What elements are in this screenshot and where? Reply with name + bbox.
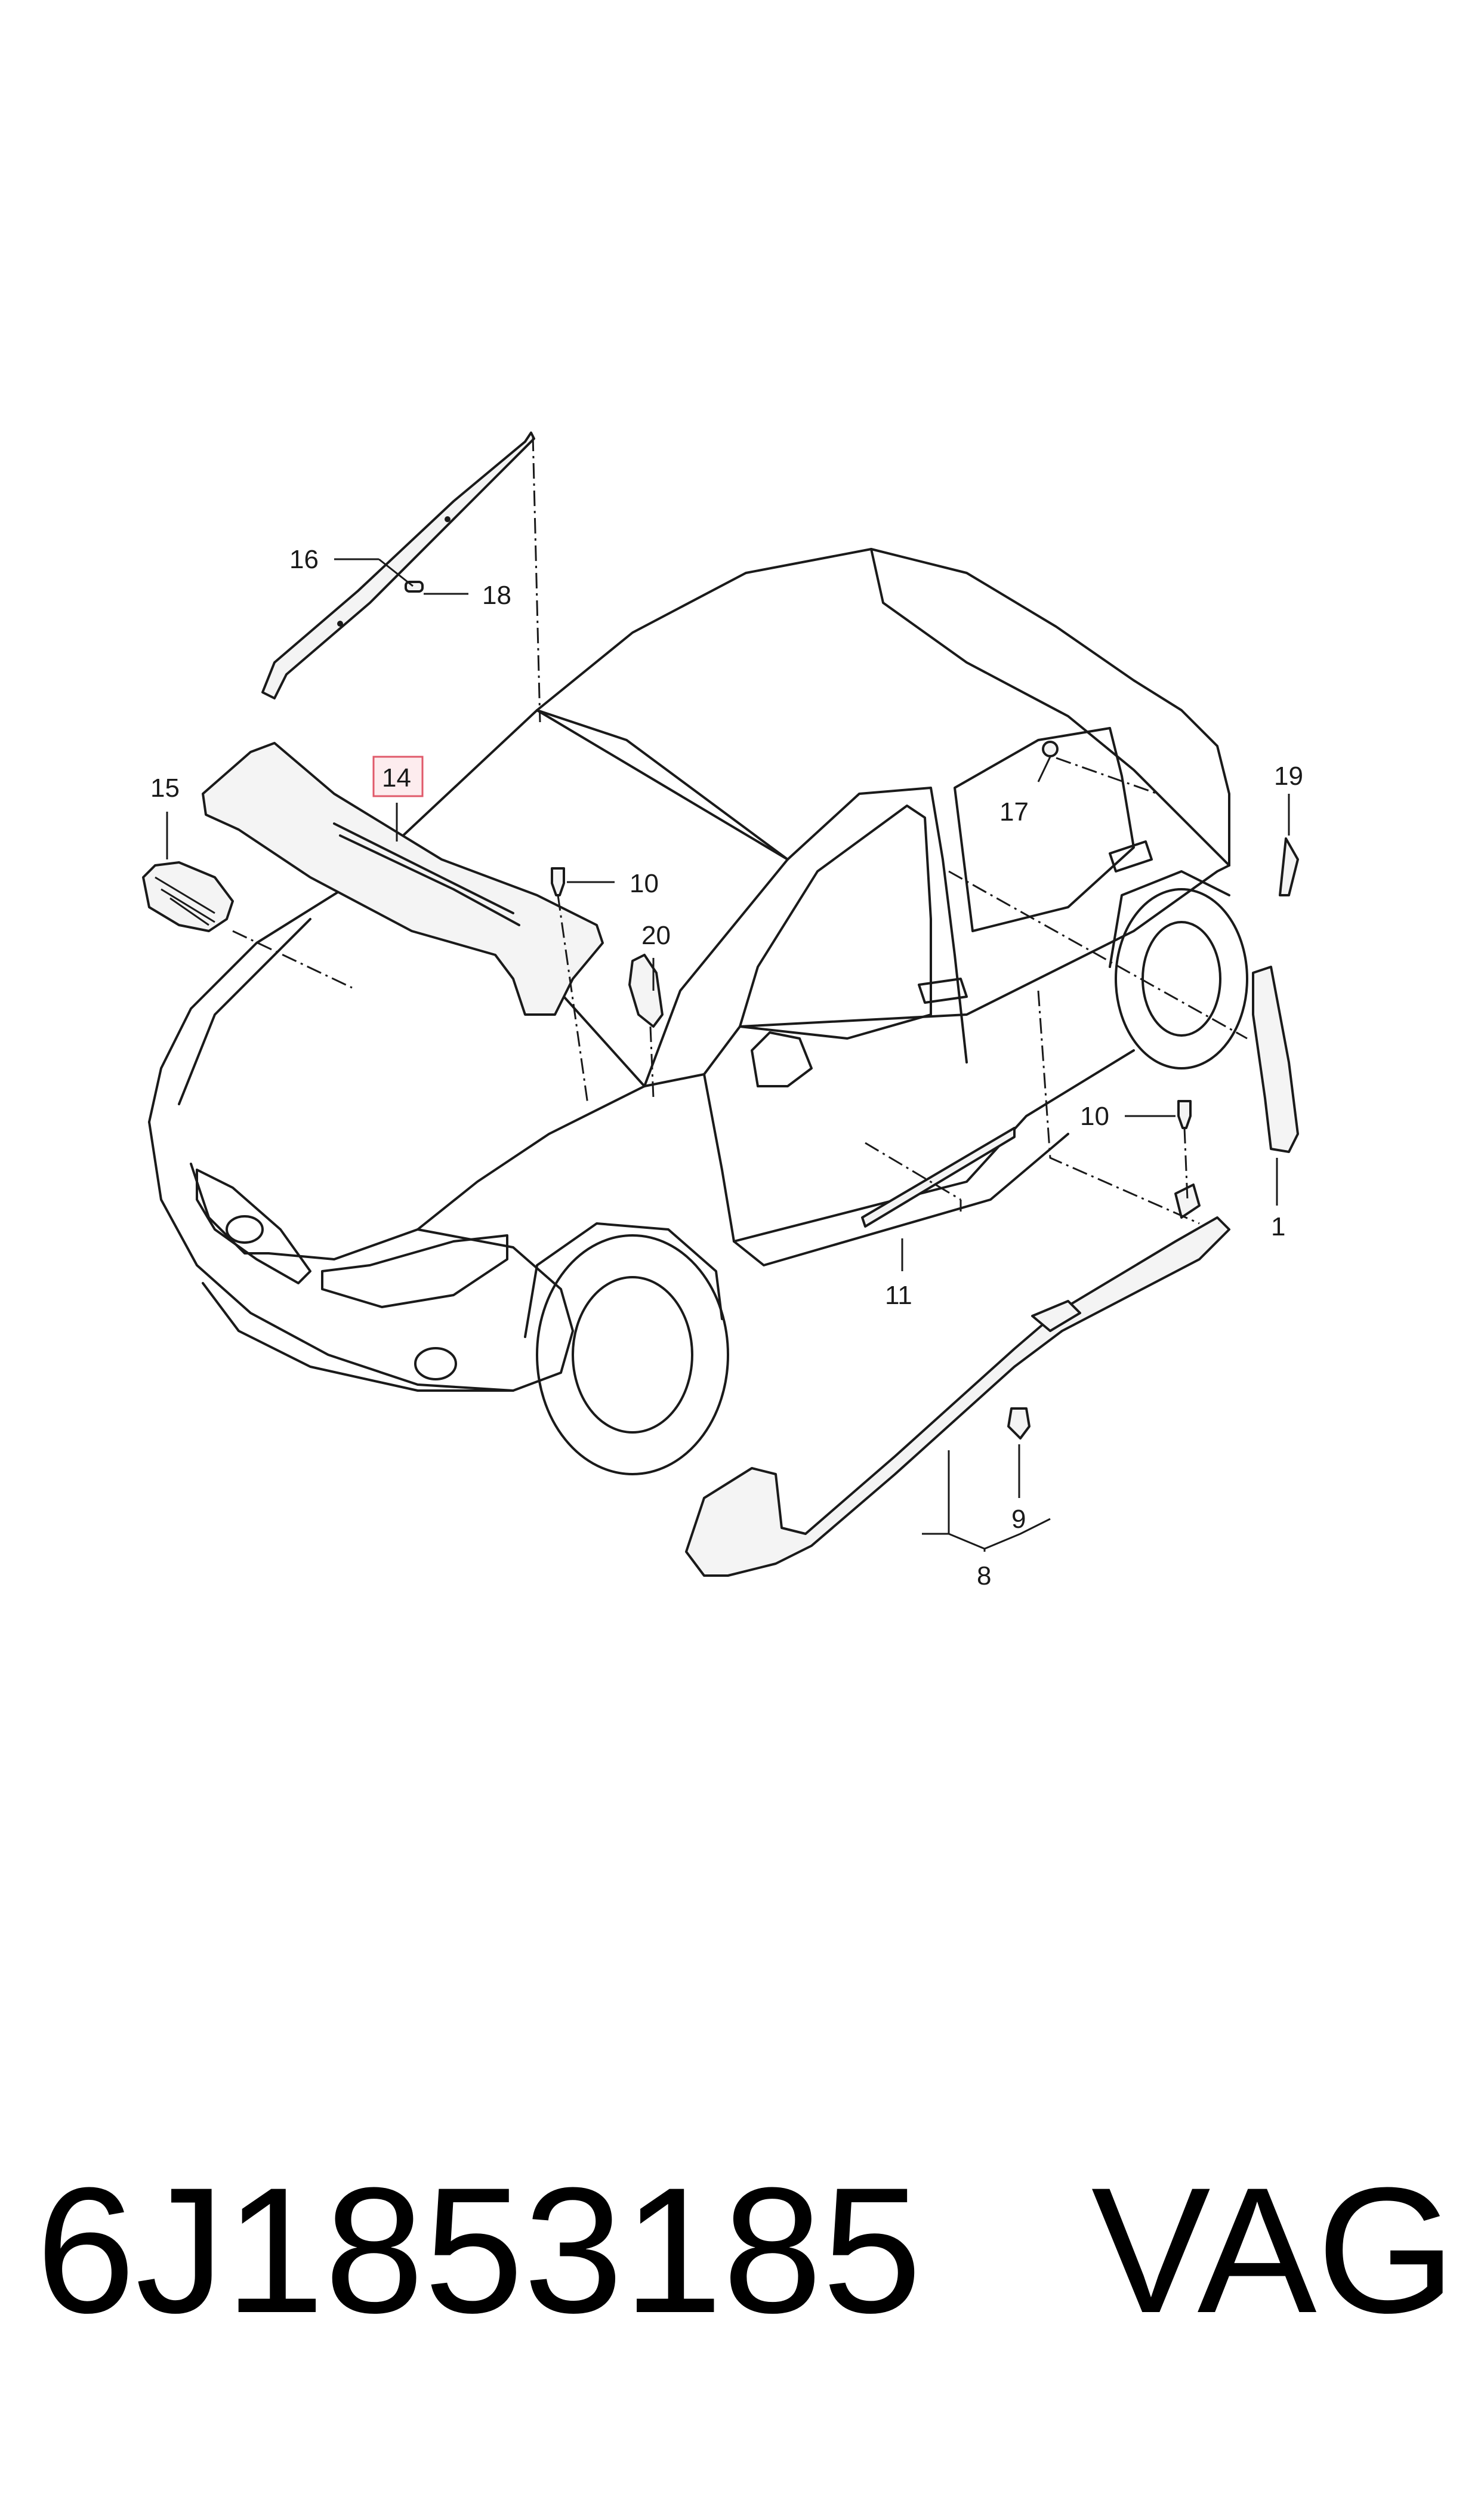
roof-trim-strip bbox=[261, 431, 535, 699]
sill-trim-strip bbox=[861, 1127, 1016, 1228]
callout-14-highlight bbox=[372, 756, 424, 797]
triangle-cover bbox=[1279, 837, 1299, 896]
bracket-20 bbox=[628, 954, 664, 1028]
plenum-grille-lines bbox=[333, 822, 514, 914]
callout-9: 9 bbox=[1011, 1505, 1026, 1534]
rivet bbox=[337, 621, 343, 627]
part-number: 6J1853185 bbox=[36, 2150, 922, 2350]
callout-10-top: 10 bbox=[630, 869, 659, 898]
callout-17: 17 bbox=[999, 797, 1029, 827]
callout-14: 14 bbox=[382, 763, 411, 793]
screw-17 bbox=[1042, 741, 1059, 757]
plenum-panel bbox=[202, 742, 604, 1016]
callout-15: 15 bbox=[150, 773, 180, 803]
brand-name: VAG bbox=[1091, 2150, 1456, 2350]
rivet bbox=[445, 516, 451, 522]
callout-8: 8 bbox=[977, 1561, 991, 1591]
car-body-outline bbox=[148, 548, 1248, 1475]
callout-18: 18 bbox=[482, 581, 511, 610]
callout-16: 16 bbox=[289, 545, 319, 574]
expansion-clip bbox=[1177, 1100, 1192, 1129]
callout-11: 11 bbox=[885, 1281, 912, 1310]
sill-panel-bracket bbox=[1031, 1300, 1081, 1332]
callout-1: 1 bbox=[1271, 1212, 1285, 1241]
grille-pattern bbox=[155, 876, 215, 926]
leader-lines bbox=[166, 558, 1290, 1552]
callout-10-right: 10 bbox=[1080, 1102, 1109, 1131]
expansion-clip bbox=[551, 867, 565, 896]
assembly-lines bbox=[232, 435, 1248, 1225]
plenum-grille-lines bbox=[339, 834, 520, 926]
sill-panel bbox=[685, 1216, 1230, 1577]
clip-9 bbox=[1007, 1407, 1031, 1440]
callout-20: 20 bbox=[641, 921, 671, 950]
callout-19: 19 bbox=[1274, 762, 1303, 791]
pillar-trim bbox=[1252, 966, 1299, 1153]
footer: 6J1853185 VAG bbox=[36, 2160, 1456, 2340]
